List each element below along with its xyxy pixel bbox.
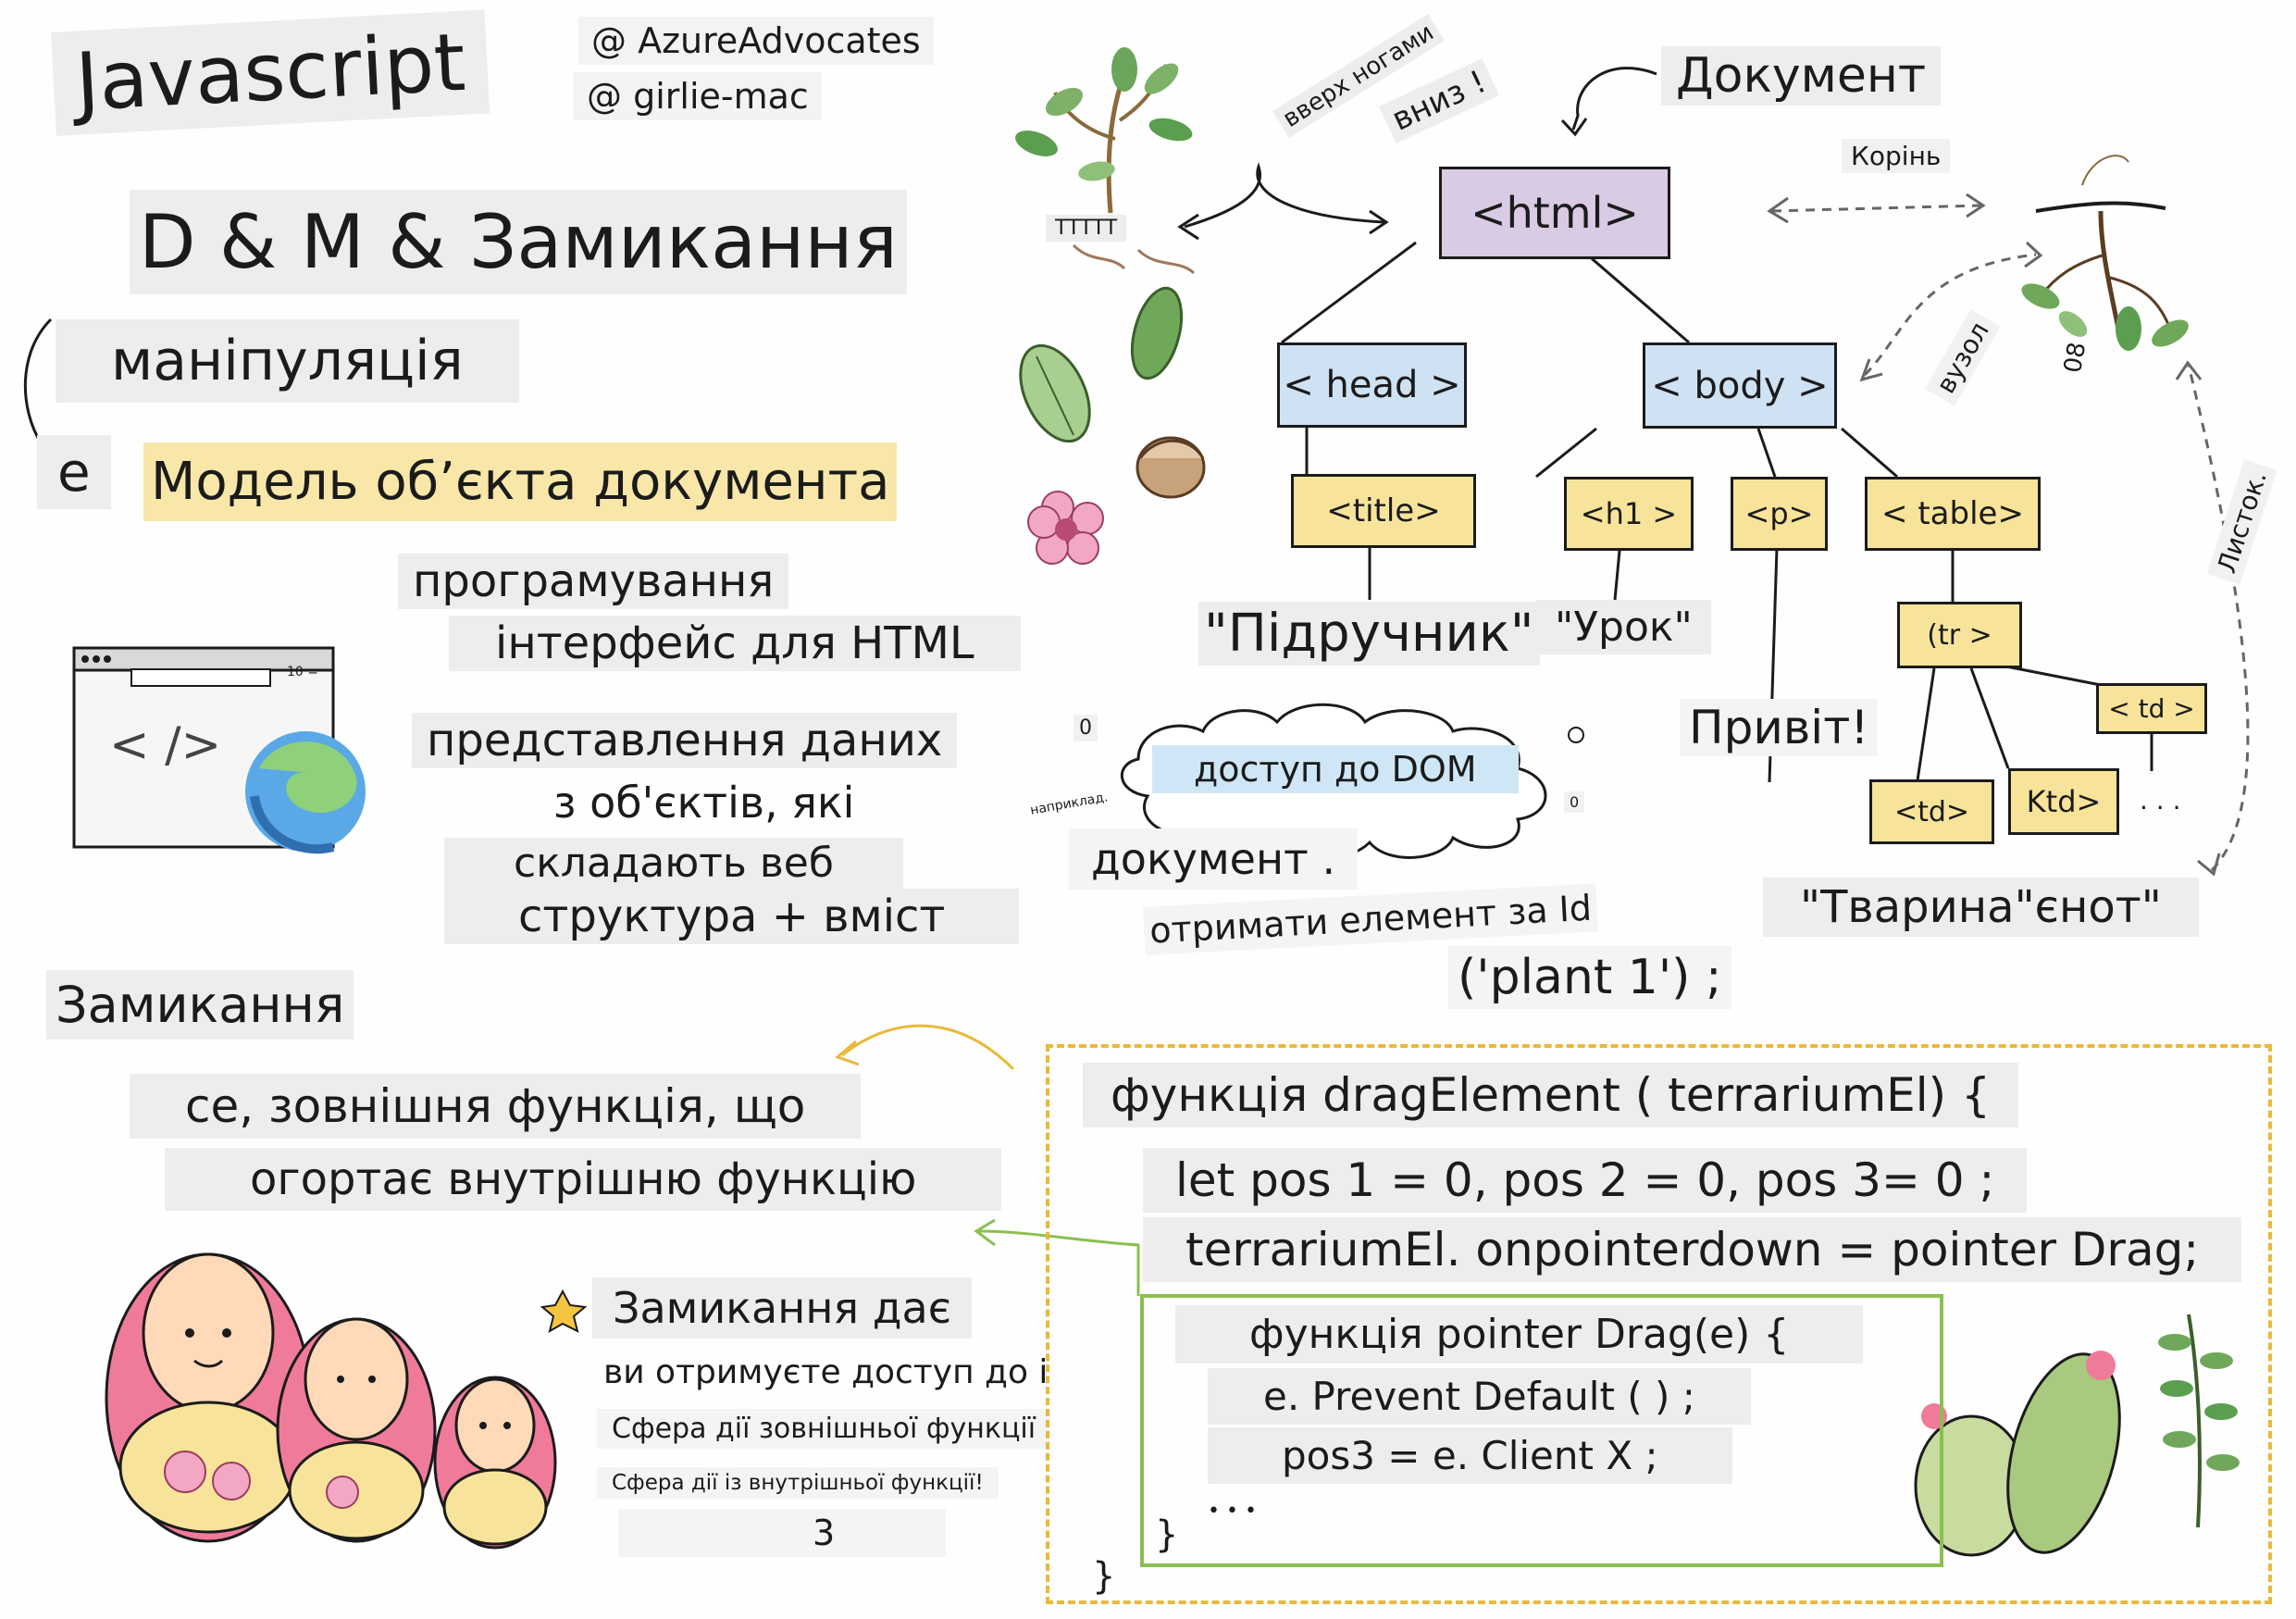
dom-access-label: доступ до DOM — [1152, 745, 1519, 793]
closures-gives: Замикання дає — [592, 1277, 972, 1339]
manipulation-label: маніпуляція — [56, 319, 519, 403]
leaf-mark: 08 — [2059, 340, 2092, 376]
root-label: Корінь — [1842, 139, 1951, 173]
code-line-2: let pos 1 = 0, pos 2 = 0, pos 3= 0 ; — [1143, 1148, 2028, 1213]
author-handle-girlie: @ girlie-mac — [574, 72, 822, 120]
node-head: < head > — [1277, 342, 1467, 428]
letter-e-label: е — [37, 435, 111, 509]
flower-icon — [1027, 491, 1104, 565]
inner-function-box — [1140, 1294, 1943, 1567]
document-arrow — [1571, 67, 1657, 131]
code-line-5: e. Prevent Default ( ) ; — [1208, 1368, 1751, 1425]
matryoshka-dolls-icon — [105, 1252, 588, 1550]
closures-desc-1: се, зовнішня функція, що — [130, 1074, 862, 1139]
browser-zoom-label: 10 = — [287, 665, 318, 679]
text-node-lesson: "Урок" — [1536, 600, 1711, 654]
inner-scope-label: Сфера дії із внутрішньої функції! — [597, 1467, 999, 1499]
definition-line-1: програмування — [398, 554, 789, 609]
closures-desc-2: огортає внутрішню функцію — [165, 1148, 1002, 1211]
code-ellipsis: • • • — [1208, 1500, 1257, 1523]
node-table: < table> — [1865, 477, 2041, 551]
zero-mark-2: 0 — [1564, 791, 1585, 813]
definition-line-4: з об'єктів, які — [553, 778, 855, 828]
definition-line-3: представлення даних — [412, 713, 958, 768]
zero-mark-1: 0 — [1074, 715, 1098, 741]
text-node-animal: "Тварина"єнот" — [1763, 878, 2199, 937]
plant-icon — [1015, 47, 1196, 275]
closures-title: Замикання — [46, 970, 354, 1040]
code-tag-icon: < /> — [109, 717, 222, 773]
roots-label: ТТТТТ — [1046, 215, 1127, 242]
definition-line-6: структура + вміст — [444, 889, 1020, 944]
closures-access: ви отримуєте доступ до і — [603, 1353, 1049, 1391]
document-label: Документ — [1661, 46, 1942, 106]
code-line-4: функція pointer Drag(e) { — [1175, 1305, 1864, 1364]
node-ellipsis: . . . — [2140, 785, 2181, 816]
node-td-left: <td> — [1869, 779, 1994, 844]
subtitle: D & M & Замикання — [130, 190, 907, 294]
node-p: <p> — [1731, 477, 1828, 551]
definition-line-2: інтерфейс для HTML — [449, 616, 1021, 671]
leaf-icon — [1019, 343, 1091, 443]
dom-model-label: Модель об’єкта документа — [143, 442, 898, 521]
closures-number: 3 — [618, 1509, 947, 1557]
code-line-1: функція dragElement ( terrariumEl) { — [1083, 1063, 2018, 1127]
node-td-middle: Ktd> — [2008, 768, 2119, 835]
node-title: <title> — [1291, 474, 1476, 548]
node-h1: <h1 > — [1564, 477, 1694, 551]
inner-closing-brace: } — [1155, 1513, 1179, 1556]
browser-logo-icon — [245, 731, 366, 854]
outer-scope-label: Сфера дії зовнішньої функції — [597, 1409, 1051, 1449]
fern-icon — [2158, 1314, 2240, 1528]
node-body: < body > — [1643, 342, 1837, 429]
code-document: документ . — [1069, 828, 1359, 890]
text-node-textbook: "Підручник" — [1198, 602, 1540, 666]
code-plant-id: ('plant 1') ; — [1448, 946, 1731, 1009]
text-node-hello: Привіт! — [1680, 699, 1879, 756]
outer-closing-brace: } — [1092, 1555, 1116, 1598]
code-line-3: terrariumEl. onpointerdown = pointer Dra… — [1143, 1217, 2242, 1282]
leaf-icon — [1130, 286, 1184, 380]
outer-function-box — [1046, 1044, 2272, 1604]
star-icon — [540, 1289, 588, 1334]
code-line-6: pos3 = e. Client X ; — [1208, 1427, 1732, 1484]
node-html: <html> — [1439, 167, 1670, 259]
node-td-right: < td > — [2096, 683, 2207, 734]
node-tr: (tr > — [1897, 602, 2022, 668]
definition-line-5: складають веб — [444, 838, 903, 889]
hanging-plant-icon — [2021, 155, 2189, 351]
author-handle-azure: @ AzureAdvocates — [578, 17, 934, 65]
cactus-icon — [1914, 1351, 2121, 1557]
